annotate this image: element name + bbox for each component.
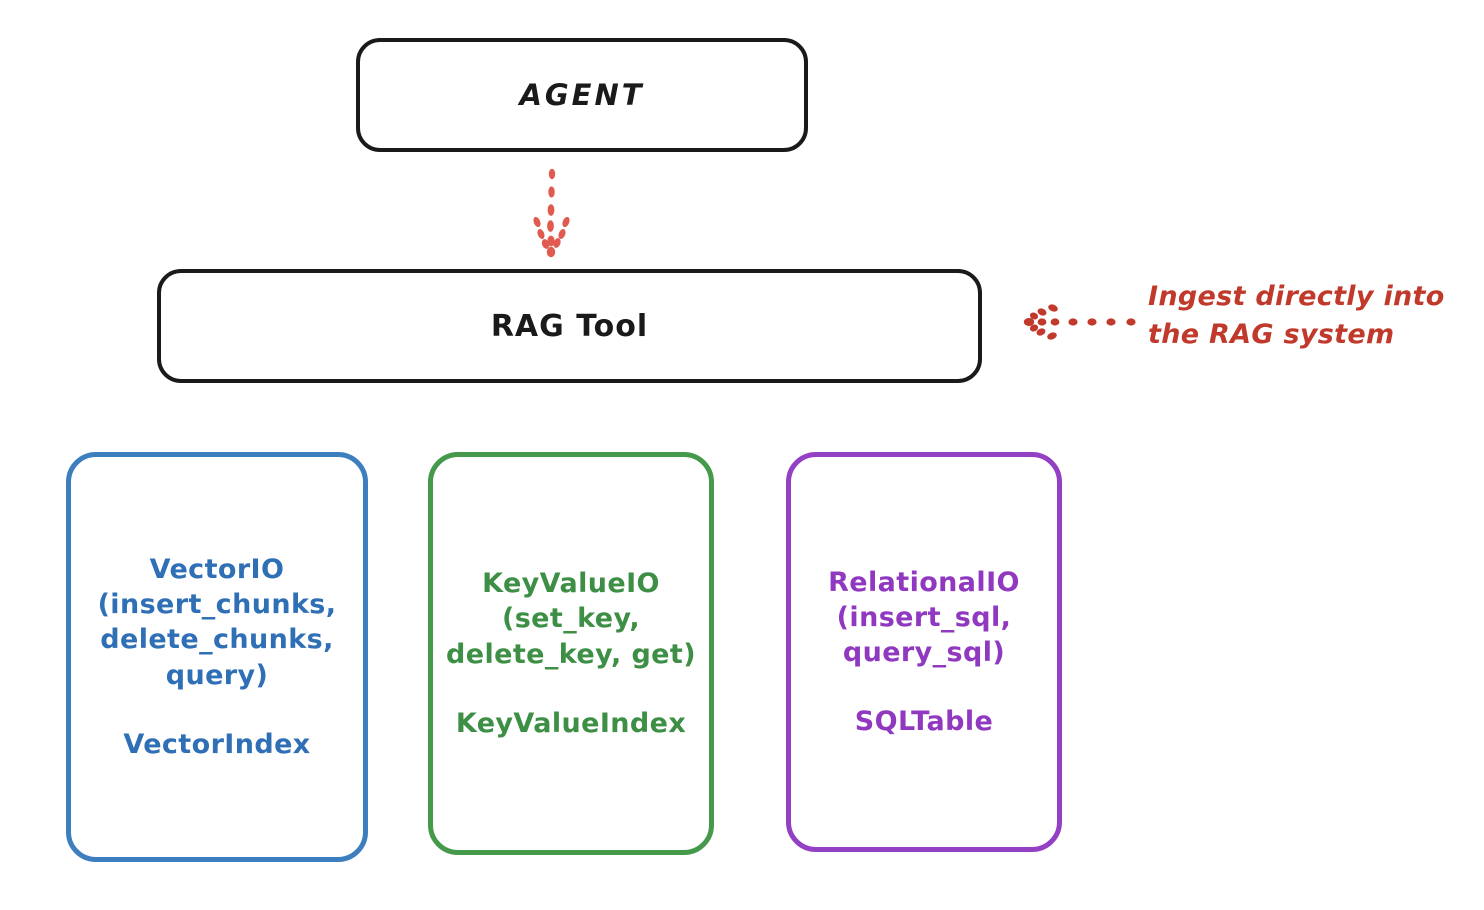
- relational-io-index-label: SQLTable: [854, 706, 994, 738]
- node-vector-io[interactable]: VectorIO (insert_chunks, delete_chunks, …: [66, 452, 368, 862]
- key-value-io-index-label: KeyValueIndex: [455, 707, 687, 739]
- node-relational-io[interactable]: RelationalIO (insert_sql, query_sql) SQL…: [786, 452, 1062, 852]
- relational-io-api-label: RelationalIO (insert_sql, query_sql): [828, 566, 1020, 668]
- rag-tool-label: RAG Tool: [490, 308, 649, 344]
- edge-agent-to-rag-tool: [533, 168, 570, 258]
- node-agent[interactable]: AGENT: [356, 38, 808, 152]
- agent-label: AGENT: [519, 78, 645, 112]
- edge-ingest-pointer: [1023, 304, 1136, 340]
- vector-io-index-label: VectorIndex: [123, 728, 311, 760]
- key-value-io-api-label: KeyValueIO (set_key, delete_key, get): [446, 568, 696, 670]
- annotation-ingest-label: Ingest directly into the RAG system: [1148, 281, 1445, 351]
- node-rag-tool[interactable]: RAG Tool: [157, 269, 982, 383]
- vector-io-api-label: VectorIO (insert_chunks, delete_chunks, …: [97, 554, 337, 691]
- node-key-value-io[interactable]: KeyValueIO (set_key, delete_key, get) Ke…: [428, 452, 714, 855]
